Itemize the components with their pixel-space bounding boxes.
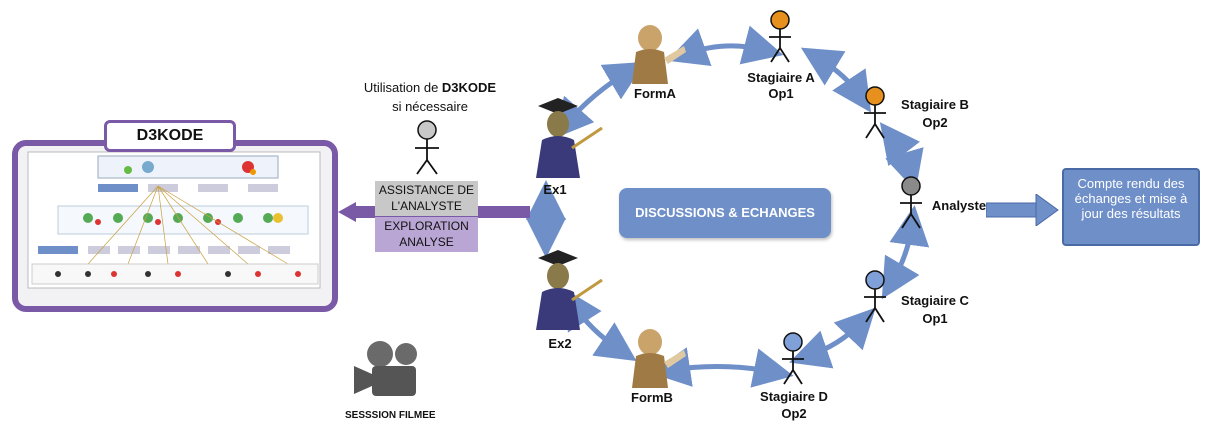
stagiaireA-label: Stagiaire A bbox=[747, 70, 815, 85]
stagiaireB-label: Stagiaire B bbox=[901, 97, 969, 112]
ex1-label: Ex1 bbox=[543, 182, 567, 197]
arrow-formB-ex2 bbox=[563, 288, 637, 362]
ex1-graduate-figure bbox=[536, 98, 603, 178]
analyste-label: Analyste bbox=[931, 198, 987, 213]
stagiaireB-figure bbox=[864, 86, 886, 139]
stagiaireA-op: Op1 bbox=[768, 86, 794, 101]
stagiaireD-op: Op2 bbox=[781, 406, 807, 421]
stagiaireC-label: Stagiaire C bbox=[901, 293, 969, 308]
ex2-label: Ex2 bbox=[548, 336, 572, 351]
d3kode-screenshot-panel bbox=[12, 140, 338, 312]
d3kode-title: D3KODE bbox=[104, 120, 236, 152]
arrow-stagiaireA-stagiaireB bbox=[800, 47, 872, 113]
arrow-to-report bbox=[986, 194, 1059, 226]
stagiaireA-figure bbox=[769, 10, 791, 63]
arrow-stagiaireB-analyste bbox=[879, 122, 924, 192]
discussions-box: DISCUSSIONS & ECHANGES bbox=[619, 188, 831, 238]
stagiaireC-figure bbox=[864, 270, 886, 323]
ex2-graduate-figure bbox=[536, 250, 603, 330]
formA-trainer-figure bbox=[632, 25, 686, 84]
formA-label: FormA bbox=[634, 86, 676, 101]
usage-note: Utilisation de D3KODE si nécessaire bbox=[350, 78, 510, 116]
exploration-box: EXPLORATION ANALYSE bbox=[375, 217, 478, 252]
external-analyst-figure bbox=[415, 120, 439, 175]
stagiaireD-figure bbox=[782, 332, 804, 385]
stagiaireD-label: Stagiaire D bbox=[760, 389, 828, 404]
formB-trainer-figure bbox=[632, 329, 686, 388]
usage-note-bold: D3KODE bbox=[441, 80, 497, 95]
usage-note-prefix: Utilisation de bbox=[363, 80, 442, 95]
assistance-box: ASSISTANCE DE L'ANALYSTE bbox=[375, 181, 478, 216]
analyste-figure bbox=[900, 176, 922, 229]
arrow-ex1-formA bbox=[552, 61, 646, 140]
camera-icon bbox=[354, 341, 417, 396]
arrow-stagiaireC-stagiaireD bbox=[789, 307, 876, 369]
formB-label: FormB bbox=[631, 390, 673, 405]
arrow-analyste-stagiaireC bbox=[881, 205, 930, 300]
report-scroll: Compte rendu des échanges et mise à jour… bbox=[1062, 168, 1200, 246]
usage-note-suffix: si nécessaire bbox=[392, 99, 468, 114]
d3kode-thumbnail bbox=[27, 151, 321, 289]
stagiaireC-op: Op1 bbox=[922, 311, 948, 326]
arrow-formA-stagiaireA bbox=[667, 25, 784, 67]
arrow-stagiaireD-formB bbox=[650, 347, 794, 388]
stagiaireB-op: Op2 bbox=[922, 115, 948, 130]
session-label: SESSSION FILMEE bbox=[345, 410, 436, 421]
